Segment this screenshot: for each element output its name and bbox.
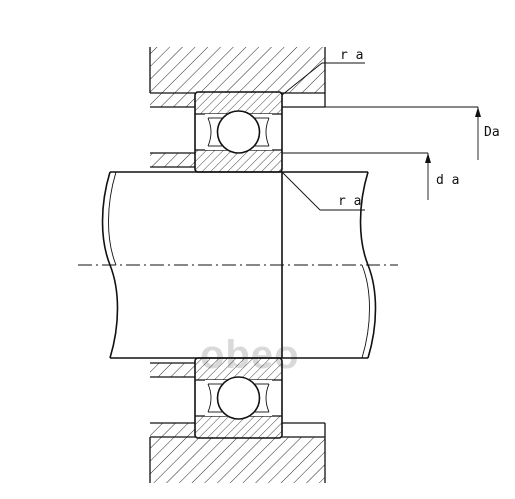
- housing-bottom: [149, 422, 326, 483]
- label-ra-top: r a: [340, 48, 363, 63]
- label-ra-mid: r a: [338, 194, 361, 209]
- shaft: [101, 171, 377, 359]
- dimension-da: [282, 152, 431, 200]
- label-Da: Da: [484, 125, 500, 140]
- bearing-bottom: [194, 357, 283, 439]
- shaft-shoulder: [150, 152, 195, 378]
- housing-top: [149, 47, 326, 108]
- leader-ra-mid: [281, 171, 365, 211]
- label-da: d a: [436, 173, 459, 188]
- bearing-top: [194, 91, 283, 173]
- leader-ra-top: [281, 62, 365, 96]
- dimension-Da: [325, 106, 481, 160]
